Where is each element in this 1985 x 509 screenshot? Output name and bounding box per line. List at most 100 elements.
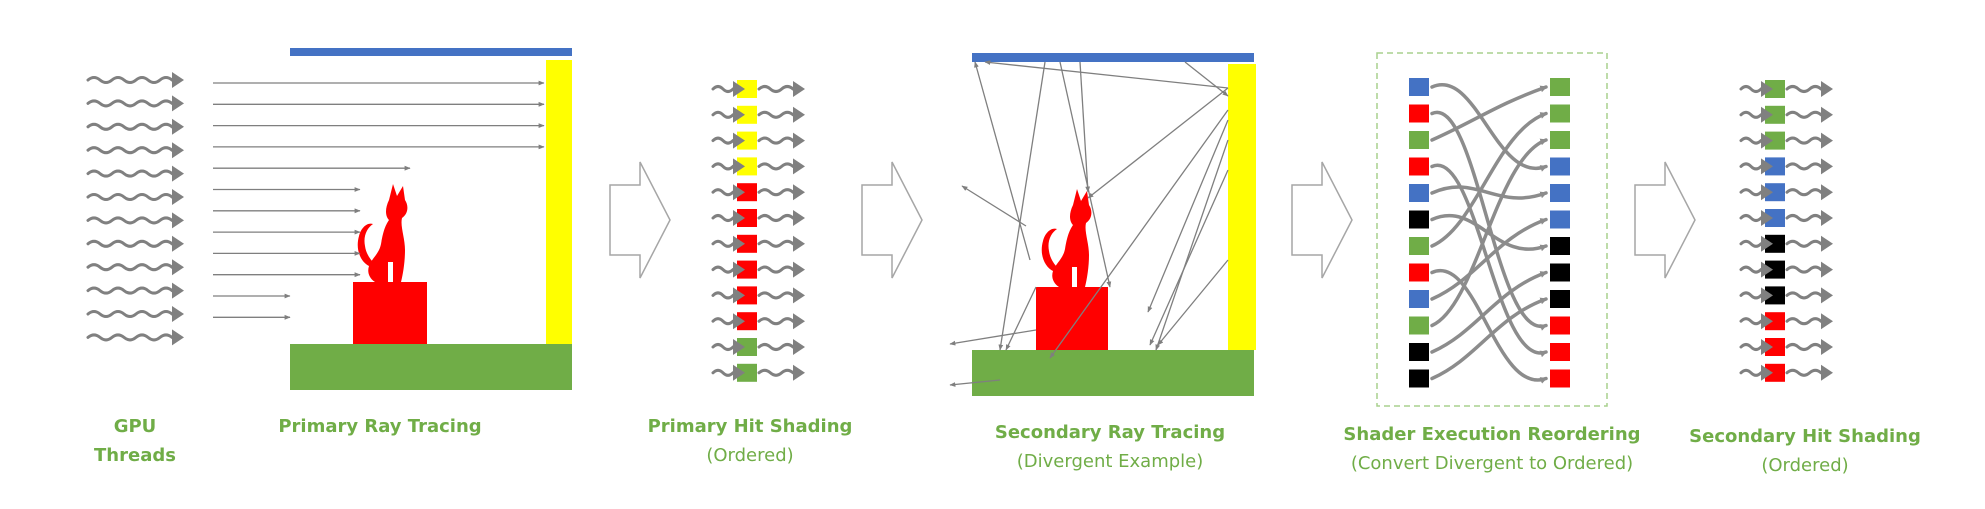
label-primary-ray-tracing: Primary Ray Tracing: [240, 412, 520, 441]
step-arrow-4: [1634, 161, 1696, 279]
label-secondary-ray-tracing: Secondary Ray Tracing (Divergent Example…: [965, 418, 1255, 476]
ser-dashed-box: [1376, 52, 1608, 407]
thread-wave-icon: [1739, 235, 1773, 252]
blue-ceiling: [290, 48, 572, 56]
yellow-wall: [546, 60, 572, 344]
reorder-arrow: [1430, 217, 1548, 301]
thread-wave-icon: [1785, 132, 1833, 149]
primary-hit-swatch: [737, 131, 757, 150]
ser-output-swatch: [1550, 184, 1570, 202]
primary-hit-swatch: [737, 312, 757, 331]
thread-wave-icon: [757, 364, 805, 381]
secondary-hit-swatch: [1765, 183, 1785, 202]
thread-wave-icon: [86, 95, 184, 112]
secondary-ray: [974, 61, 1031, 261]
ser-output-swatch: [1550, 237, 1570, 255]
ser-reorder-arrows: [1430, 83, 1548, 384]
thread-wave-icon: [757, 81, 805, 97]
secondary-hit-swatch: [1765, 260, 1785, 279]
label-secondary-ray-tracing-title: Secondary Ray Tracing: [994, 422, 1226, 443]
primary-hit-swatch: [737, 338, 757, 356]
reorder-arrow: [1430, 85, 1548, 142]
ser-output-swatch: [1550, 263, 1570, 282]
ser-input-swatch: [1409, 316, 1429, 335]
green-floor: [290, 344, 572, 390]
thread-wave-icon: [711, 158, 745, 175]
primary-hit-swatch: [737, 286, 757, 305]
thread-wave-icon: [757, 158, 805, 175]
thread-wave-icon: [757, 106, 805, 123]
thread-wave-icon: [711, 339, 745, 355]
thread-wave-icon: [1739, 184, 1773, 201]
green-floor: [972, 350, 1254, 396]
thread-wave-icon: [1785, 287, 1833, 304]
thread-wave-icon: [1785, 158, 1833, 175]
label-secondary-hit-shading-sub: (Ordered): [1761, 455, 1849, 476]
label-primary-hit-shading: Primary Hit Shading (Ordered): [610, 412, 890, 470]
reorder-arrow: [1430, 268, 1548, 384]
thread-wave-icon: [757, 132, 805, 149]
thread-wave-icon: [1739, 106, 1773, 123]
ser-input-swatch: [1409, 290, 1429, 308]
thread-wave-icon: [1739, 364, 1773, 381]
thread-wave-icon: [1739, 158, 1773, 175]
primary-ray-tracing-scene: [213, 48, 572, 390]
secondary-ray: [961, 185, 1027, 227]
label-gpu-threads: GPU Threads: [70, 412, 200, 470]
secondary-ray: [949, 379, 1001, 387]
thread-wave-icon: [1739, 287, 1773, 304]
thread-wave-icon: [757, 235, 805, 252]
thread-wave-icon: [711, 210, 745, 226]
thread-wave-icon: [711, 132, 745, 149]
ser-input-swatch: [1409, 157, 1429, 176]
label-primary-ray-tracing-title: Primary Ray Tracing: [278, 416, 482, 437]
thread-wave-icon: [1739, 261, 1773, 278]
reorder-arrow: [1430, 83, 1548, 172]
thread-wave-icon: [1785, 235, 1833, 252]
thread-wave-icon: [757, 287, 805, 304]
reorder-arrow: [1430, 185, 1548, 200]
thread-wave-icon: [86, 118, 184, 135]
thread-wave-icon: [711, 106, 745, 123]
ser-output-swatch: [1550, 104, 1570, 123]
label-shader-execution-reordering-title: Shader Execution Reordering: [1343, 424, 1641, 445]
secondary-hit-swatch: [1765, 312, 1785, 331]
thread-wave-icon: [757, 339, 805, 355]
secondary-rays: [949, 60, 1229, 387]
label-primary-hit-shading-title: Primary Hit Shading: [647, 416, 853, 437]
thread-wave-icon: [757, 184, 805, 201]
thread-wave-icon: [1785, 81, 1833, 97]
thread-wave-icon: [86, 212, 184, 229]
yellow-wall: [1228, 64, 1256, 350]
secondary-hit-swatch: [1765, 157, 1785, 176]
primary-hit-swatch: [737, 183, 757, 202]
reorder-arrow: [1430, 270, 1548, 354]
ser-input-swatch: [1409, 104, 1429, 123]
thread-wave-icon: [711, 313, 745, 330]
secondary-hit-swatch: [1765, 80, 1785, 98]
label-secondary-hit-shading: Secondary Hit Shading (Ordered): [1660, 422, 1950, 480]
secondary-ray: [1157, 259, 1229, 346]
secondary-ray: [1149, 169, 1229, 346]
ser-input-swatch: [1409, 343, 1429, 361]
primary-hit-swatch: [737, 157, 757, 176]
thread-wave-icon: [86, 72, 184, 88]
cat-icon: [357, 184, 408, 282]
ser-input-swatch: [1409, 184, 1429, 202]
thread-wave-icon: [86, 142, 184, 159]
ser-output-swatch: [1550, 290, 1570, 308]
secondary-hit-swatch: [1765, 105, 1785, 124]
shader-execution-reordering: [1376, 52, 1608, 407]
thread-wave-icon: [711, 364, 745, 381]
secondary-hit-swatch: [1765, 286, 1785, 305]
secondary-ray: [1005, 286, 1037, 351]
secondary-ray: [984, 60, 1229, 89]
secondary-hit-swatch: [1765, 131, 1785, 150]
ser-input-swatch: [1409, 210, 1429, 229]
thread-wave-icon: [86, 189, 184, 205]
red-box: [353, 282, 427, 344]
thread-wave-icon: [86, 329, 184, 346]
ser-output-swatch: [1550, 210, 1570, 229]
primary-hit-swatch: [737, 363, 757, 382]
